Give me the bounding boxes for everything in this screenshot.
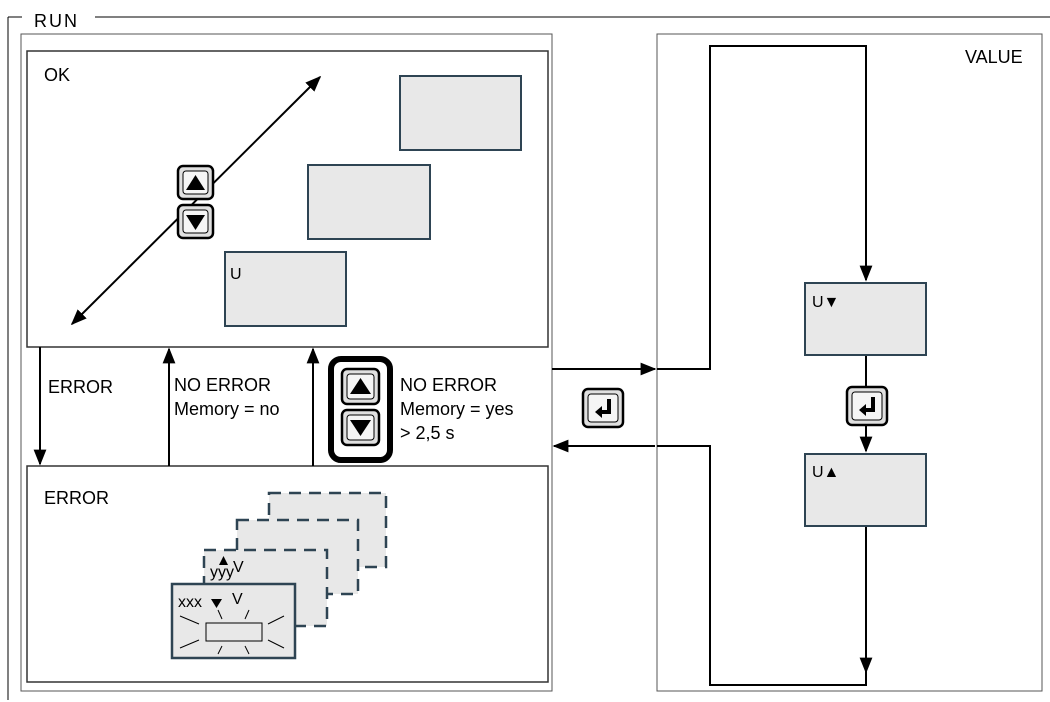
up-arrow-key-icon[interactable]	[176, 164, 215, 201]
run-title: RUN	[34, 11, 79, 31]
ok-display-1	[224, 251, 347, 327]
value-loop-bottom	[657, 445, 867, 686]
error-back-value: yyy	[210, 564, 234, 581]
down-arrow-key-icon[interactable]	[340, 408, 381, 447]
long-press-keys-group[interactable]	[328, 356, 393, 463]
error-up-triangle-icon	[219, 556, 228, 565]
value-loop-top	[657, 45, 873, 370]
value-down-label: U▼	[812, 294, 840, 311]
long-press-label: > 2,5 s	[400, 423, 455, 443]
error-front-value: xxx	[178, 594, 202, 611]
error-front-unit: V	[232, 591, 243, 608]
no-error-label-2: NO ERROR	[400, 375, 498, 395]
value-display-up	[804, 453, 927, 527]
no-error-label-1: NO ERROR	[174, 375, 272, 395]
ok-display-label: U	[230, 266, 242, 283]
blinking-indicator-icon	[179, 609, 285, 655]
value-up-label: U▲	[812, 464, 840, 481]
enter-key-icon[interactable]	[581, 387, 625, 429]
enter-key-icon[interactable]	[845, 385, 889, 427]
value-title: VALUE	[965, 47, 1023, 67]
memory-no-label: Memory = no	[174, 399, 280, 419]
value-display-down	[804, 282, 927, 356]
error-back-unit: V	[233, 559, 244, 576]
value-panel	[656, 33, 1043, 692]
ok-display-2	[307, 164, 431, 240]
error-transition-label: ERROR	[48, 377, 114, 397]
ok-state-label: OK	[44, 65, 71, 85]
scroll-diagonal-arrow	[70, 75, 322, 326]
memory-yes-label: Memory = yes	[400, 399, 514, 419]
error-state-label: ERROR	[44, 488, 110, 508]
up-arrow-key-icon[interactable]	[340, 367, 381, 406]
error-down-triangle-icon	[211, 599, 222, 608]
ok-display-3	[399, 75, 522, 151]
down-arrow-key-icon[interactable]	[176, 203, 215, 240]
